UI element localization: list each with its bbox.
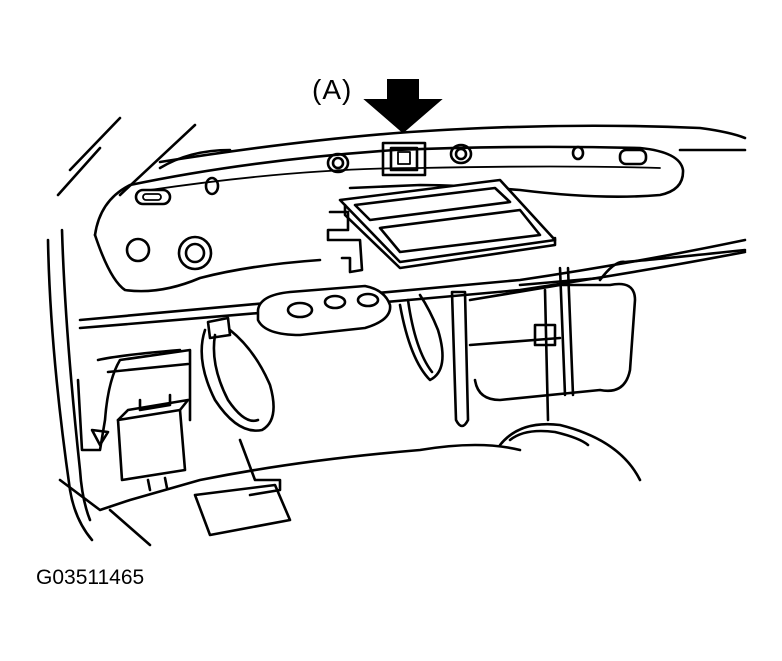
figure-id: G03511465 (36, 566, 145, 589)
lower-floor (58, 443, 522, 547)
vent-frame (326, 178, 557, 274)
duct-assembly (256, 266, 637, 428)
left-module (76, 348, 192, 492)
dash-top-edge (158, 124, 747, 164)
right-round-part (498, 422, 642, 482)
lower-beam (78, 238, 747, 330)
down-arrow-icon (363, 79, 443, 134)
switch-location (381, 141, 427, 177)
hose-loop-left (200, 316, 282, 497)
callout-label-a: (A) (312, 74, 353, 105)
instrument-panel-upper (93, 143, 685, 293)
